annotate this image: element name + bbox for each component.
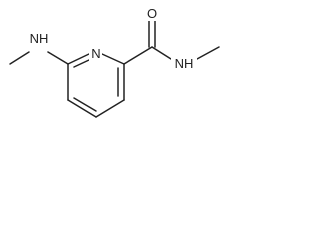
bond-amide-nh-methyl bbox=[196, 46, 220, 60]
bond-carbonyl-c-amide-nh bbox=[151, 46, 172, 60]
bond-layer bbox=[9, 20, 220, 118]
bond-nh-ring-c6 bbox=[47, 51, 69, 65]
bond-ring-c4-c5 bbox=[67, 99, 97, 118]
bond-ring-inner-c6-n1 bbox=[73, 59, 90, 68]
bond-ring-c6-n1 bbox=[67, 53, 90, 65]
bond-ring-n1-c2 bbox=[101, 53, 125, 65]
atom-label-layer: NH N O NH bbox=[28, 5, 197, 71]
ring-n-label-mask bbox=[89, 45, 102, 61]
bond-ring-c3-c4 bbox=[95, 99, 125, 118]
ring-n-label: N bbox=[91, 46, 100, 61]
chemical-structure-diagram: NH N O NH bbox=[9, 5, 220, 118]
bond-left-methyl-nh bbox=[9, 51, 30, 65]
carbonyl-o-label: O bbox=[147, 6, 157, 21]
left-nh-label: NH bbox=[30, 31, 49, 46]
bond-ring-c2-carbonyl-c bbox=[123, 46, 153, 65]
left-nh-label-mask bbox=[28, 30, 50, 46]
bond-ring-inner-c4-c5 bbox=[73, 97, 97, 112]
amide-nh-label-mask bbox=[171, 55, 197, 71]
carbonyl-o-label-mask bbox=[145, 5, 159, 21]
amide-nh-label: NH bbox=[175, 56, 194, 71]
structure-canvas: NH N O NH bbox=[0, 0, 250, 134]
